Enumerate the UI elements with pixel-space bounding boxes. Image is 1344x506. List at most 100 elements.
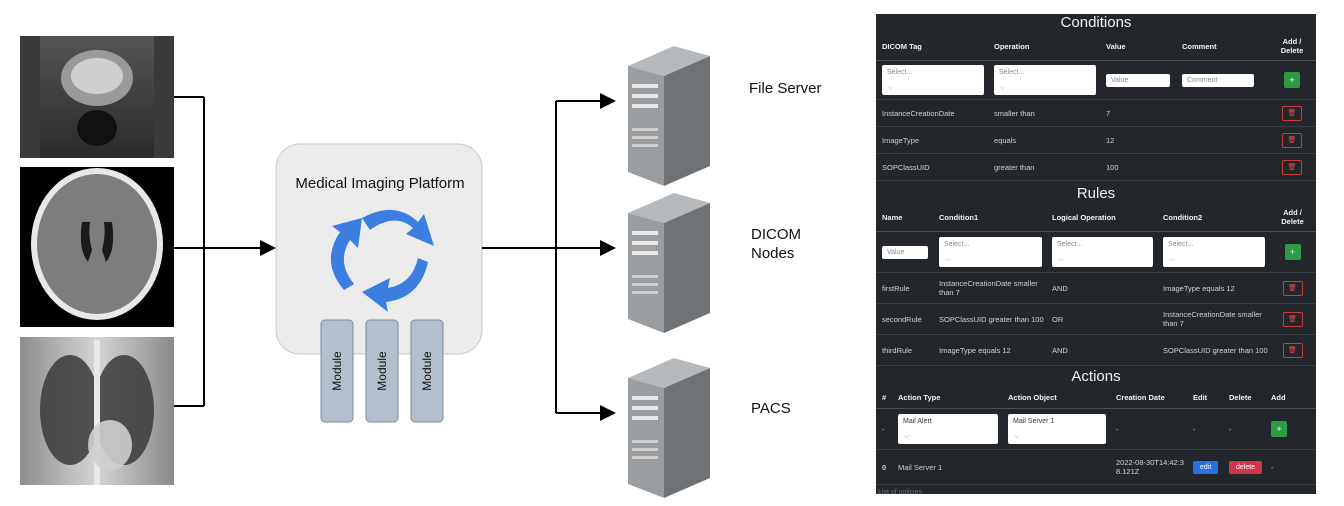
delete-rule-button[interactable]: 🗑 — [1282, 280, 1303, 296]
rule-condition1: SOPClassUID greater than 100 — [939, 314, 1044, 324]
value-input[interactable]: Value — [1106, 73, 1170, 87]
chevron-down-icon: ⌵ — [904, 433, 910, 440]
condition2-select[interactable]: Select...⌵ — [1163, 237, 1265, 267]
table-row: secondRule SOPClassUID greater than 100 … — [876, 304, 1316, 335]
rule-condition2: InstanceCreationDate smaller than 7 — [1163, 310, 1262, 328]
table-row: thirdRule ImageType equals 12 AND SOPCla… — [876, 335, 1316, 366]
col-header: # — [882, 392, 887, 402]
module-block: Module — [410, 319, 444, 423]
server-label-dicom-nodes-line2: Nodes — [751, 245, 794, 262]
architecture-diagram: Medical Imaging Platform Module Module M… — [20, 36, 822, 498]
col-header: Edit — [1193, 392, 1208, 402]
action-date: 2022-08-30T14:42:38.121Z — [1116, 458, 1184, 476]
rules-title: Rules — [1076, 185, 1116, 202]
rule-condition2: SOPClassUID greater than 100 — [1163, 345, 1268, 355]
col-header: Condition1 — [939, 212, 979, 222]
rule-name: firstRule — [882, 283, 910, 293]
action-date: - — [1116, 424, 1119, 434]
action-object-select[interactable]: Mail Server 1⌵ — [1008, 414, 1106, 444]
footer-caption: List of policies — [878, 489, 922, 494]
server-label-pacs: PACS — [751, 400, 791, 417]
col-header: Creation Date — [1116, 392, 1165, 402]
table-row: InstanceCreationDate smaller than 7 🗑 — [876, 100, 1316, 127]
rule-name-input[interactable]: Value — [882, 245, 928, 259]
table-row: firstRule InstanceCreationDate smaller t… — [876, 273, 1316, 304]
condition-value: 7 — [1106, 108, 1111, 118]
ct-brain-image — [20, 167, 174, 327]
edit-button[interactable]: edit — [1193, 460, 1219, 474]
table-row: SOPClassUID greater than 100 🗑 — [876, 154, 1316, 181]
module-label: Module — [375, 351, 389, 391]
table-row: 0 Mail Server 1 2022-08-30T14:42:38.121Z… — [876, 450, 1316, 485]
condition-op: smaller than — [994, 108, 1035, 118]
delete-condition-button[interactable]: 🗑 — [1282, 105, 1302, 121]
server-label-dicom-nodes-line1: DICOM — [751, 226, 801, 243]
action-type: Mail Server 1 — [898, 462, 943, 472]
conditions-header: DICOM Tag Operation Value Comment Add / … — [876, 32, 1316, 61]
action-edit: - — [1193, 424, 1196, 434]
actions-title: Actions — [1071, 368, 1121, 385]
condition-op: greater than — [994, 162, 1035, 172]
module-block: Module — [320, 319, 354, 423]
chevron-down-icon: ⌵ — [1169, 256, 1175, 263]
rule-operation: AND — [1052, 283, 1068, 293]
cycle-arrows-icon — [330, 209, 434, 312]
rule-operation: AND — [1052, 345, 1068, 355]
col-header: Add / Delete — [1281, 208, 1304, 226]
trash-icon: 🗑 — [1288, 285, 1297, 292]
server-icon — [628, 46, 710, 186]
action-type-select[interactable]: Mail Alert⌵ — [898, 414, 998, 444]
trash-icon: 🗑 — [1287, 110, 1297, 117]
condition-value: 100 — [1106, 162, 1119, 172]
col-header: Add — [1271, 392, 1286, 402]
action-num: - — [882, 424, 885, 434]
action-delete: - — [1229, 424, 1232, 434]
dicom-tag-select[interactable]: Select...⌵ — [882, 65, 984, 95]
platform-title: Medical Imaging Platform — [295, 175, 464, 192]
col-header: Action Type — [898, 392, 941, 402]
rule-name: secondRule — [882, 314, 922, 324]
delete-rule-button[interactable]: 🗑 — [1282, 342, 1303, 358]
rules-new-row: Value Select...⌵ Select...⌵ Select...⌵ + — [876, 232, 1316, 273]
module-block: Module — [365, 319, 399, 423]
add-condition-button[interactable]: + — [1284, 72, 1300, 88]
operation-select[interactable]: Select...⌵ — [994, 65, 1096, 95]
col-header: Logical Operation — [1052, 212, 1116, 222]
mri-prostate-image — [20, 36, 174, 158]
logical-operation-select[interactable]: Select...⌵ — [1052, 237, 1153, 267]
rule-operation: OR — [1052, 314, 1064, 324]
trash-icon: 🗑 — [1288, 347, 1297, 354]
rule-condition1: ImageType equals 12 — [939, 345, 1011, 355]
input-connectors — [174, 96, 276, 407]
conditions-new-row: Select...⌵ Select...⌵ Value Comment + — [876, 61, 1316, 100]
policy-panel: Conditions DICOM Tag Operation Value Com… — [876, 14, 1316, 494]
chevron-down-icon: ⌵ — [1014, 433, 1020, 440]
module-label: Module — [330, 351, 344, 391]
chevron-down-icon: ⌵ — [1058, 256, 1064, 263]
col-header: Action Object — [1008, 392, 1057, 402]
add-action-button[interactable]: + — [1271, 421, 1287, 437]
col-header: Delete — [1229, 392, 1252, 402]
condition1-select[interactable]: Select...⌵ — [939, 237, 1042, 267]
server-icon — [628, 193, 710, 333]
condition-tag: InstanceCreationDate — [882, 108, 955, 118]
output-connectors — [482, 93, 616, 421]
col-header: DICOM Tag — [882, 41, 922, 51]
condition-tag: SOPClassUID — [882, 162, 930, 172]
rule-condition2: ImageType equals 12 — [1163, 283, 1235, 293]
rules-header: Name Condition1 Logical Operation Condit… — [876, 203, 1316, 232]
col-header: Comment — [1182, 41, 1217, 51]
add-rule-button[interactable]: + — [1284, 244, 1301, 260]
trash-icon: 🗑 — [1287, 137, 1297, 144]
chevron-down-icon: ⌵ — [945, 256, 951, 263]
rule-condition1: InstanceCreationDate smaller than 7 — [939, 279, 1038, 297]
delete-condition-button[interactable]: 🗑 — [1282, 159, 1302, 175]
server-label-file-server: File Server — [749, 80, 822, 97]
col-header: Operation — [994, 41, 1030, 51]
delete-rule-button[interactable]: 🗑 — [1282, 311, 1303, 327]
condition-tag: ImageType — [882, 135, 920, 145]
comment-input[interactable]: Comment — [1182, 73, 1254, 87]
delete-condition-button[interactable]: 🗑 — [1282, 132, 1302, 148]
delete-button[interactable]: delete — [1229, 460, 1263, 474]
chest-xray-image — [20, 337, 174, 485]
